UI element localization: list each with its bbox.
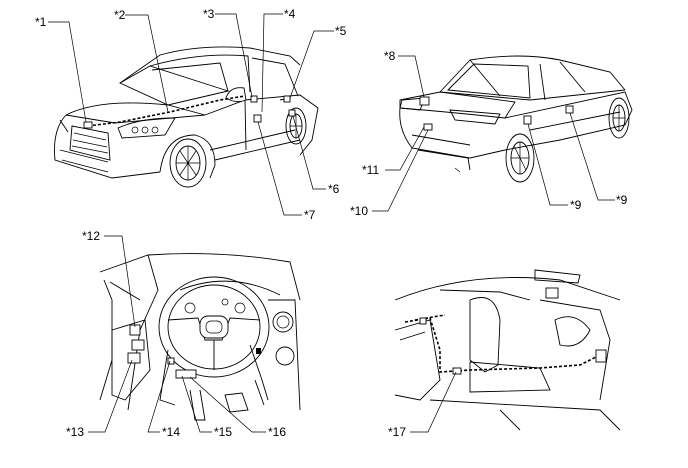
- callout-9-right: *9: [616, 193, 628, 207]
- rear-car-illustration: [399, 55, 633, 183]
- callout-7: *7: [304, 208, 316, 222]
- callout-13: *13: [66, 425, 85, 439]
- callout-10: *10: [350, 204, 369, 218]
- callout-2: *2: [114, 8, 126, 22]
- callout-17: *17: [388, 425, 407, 439]
- callout-15: *15: [214, 425, 233, 439]
- interior-cabin-illustration: [394, 269, 621, 431]
- callout-8: *8: [384, 49, 396, 63]
- front-car-illustration: [54, 46, 319, 188]
- callout-9-left: *9: [570, 198, 582, 212]
- callout-5: *5: [335, 24, 347, 38]
- callout-3: *3: [203, 7, 215, 21]
- interior-dashboard-illustration: [99, 253, 301, 421]
- callout-4: *4: [284, 7, 296, 21]
- callout-16: *16: [268, 425, 287, 439]
- callout-1: *1: [35, 15, 47, 29]
- callout-12: *12: [82, 229, 101, 243]
- callout-14: *14: [162, 425, 181, 439]
- callout-6: *6: [328, 182, 340, 196]
- callout-11: *11: [362, 163, 380, 177]
- leader-lines: [48, 13, 615, 433]
